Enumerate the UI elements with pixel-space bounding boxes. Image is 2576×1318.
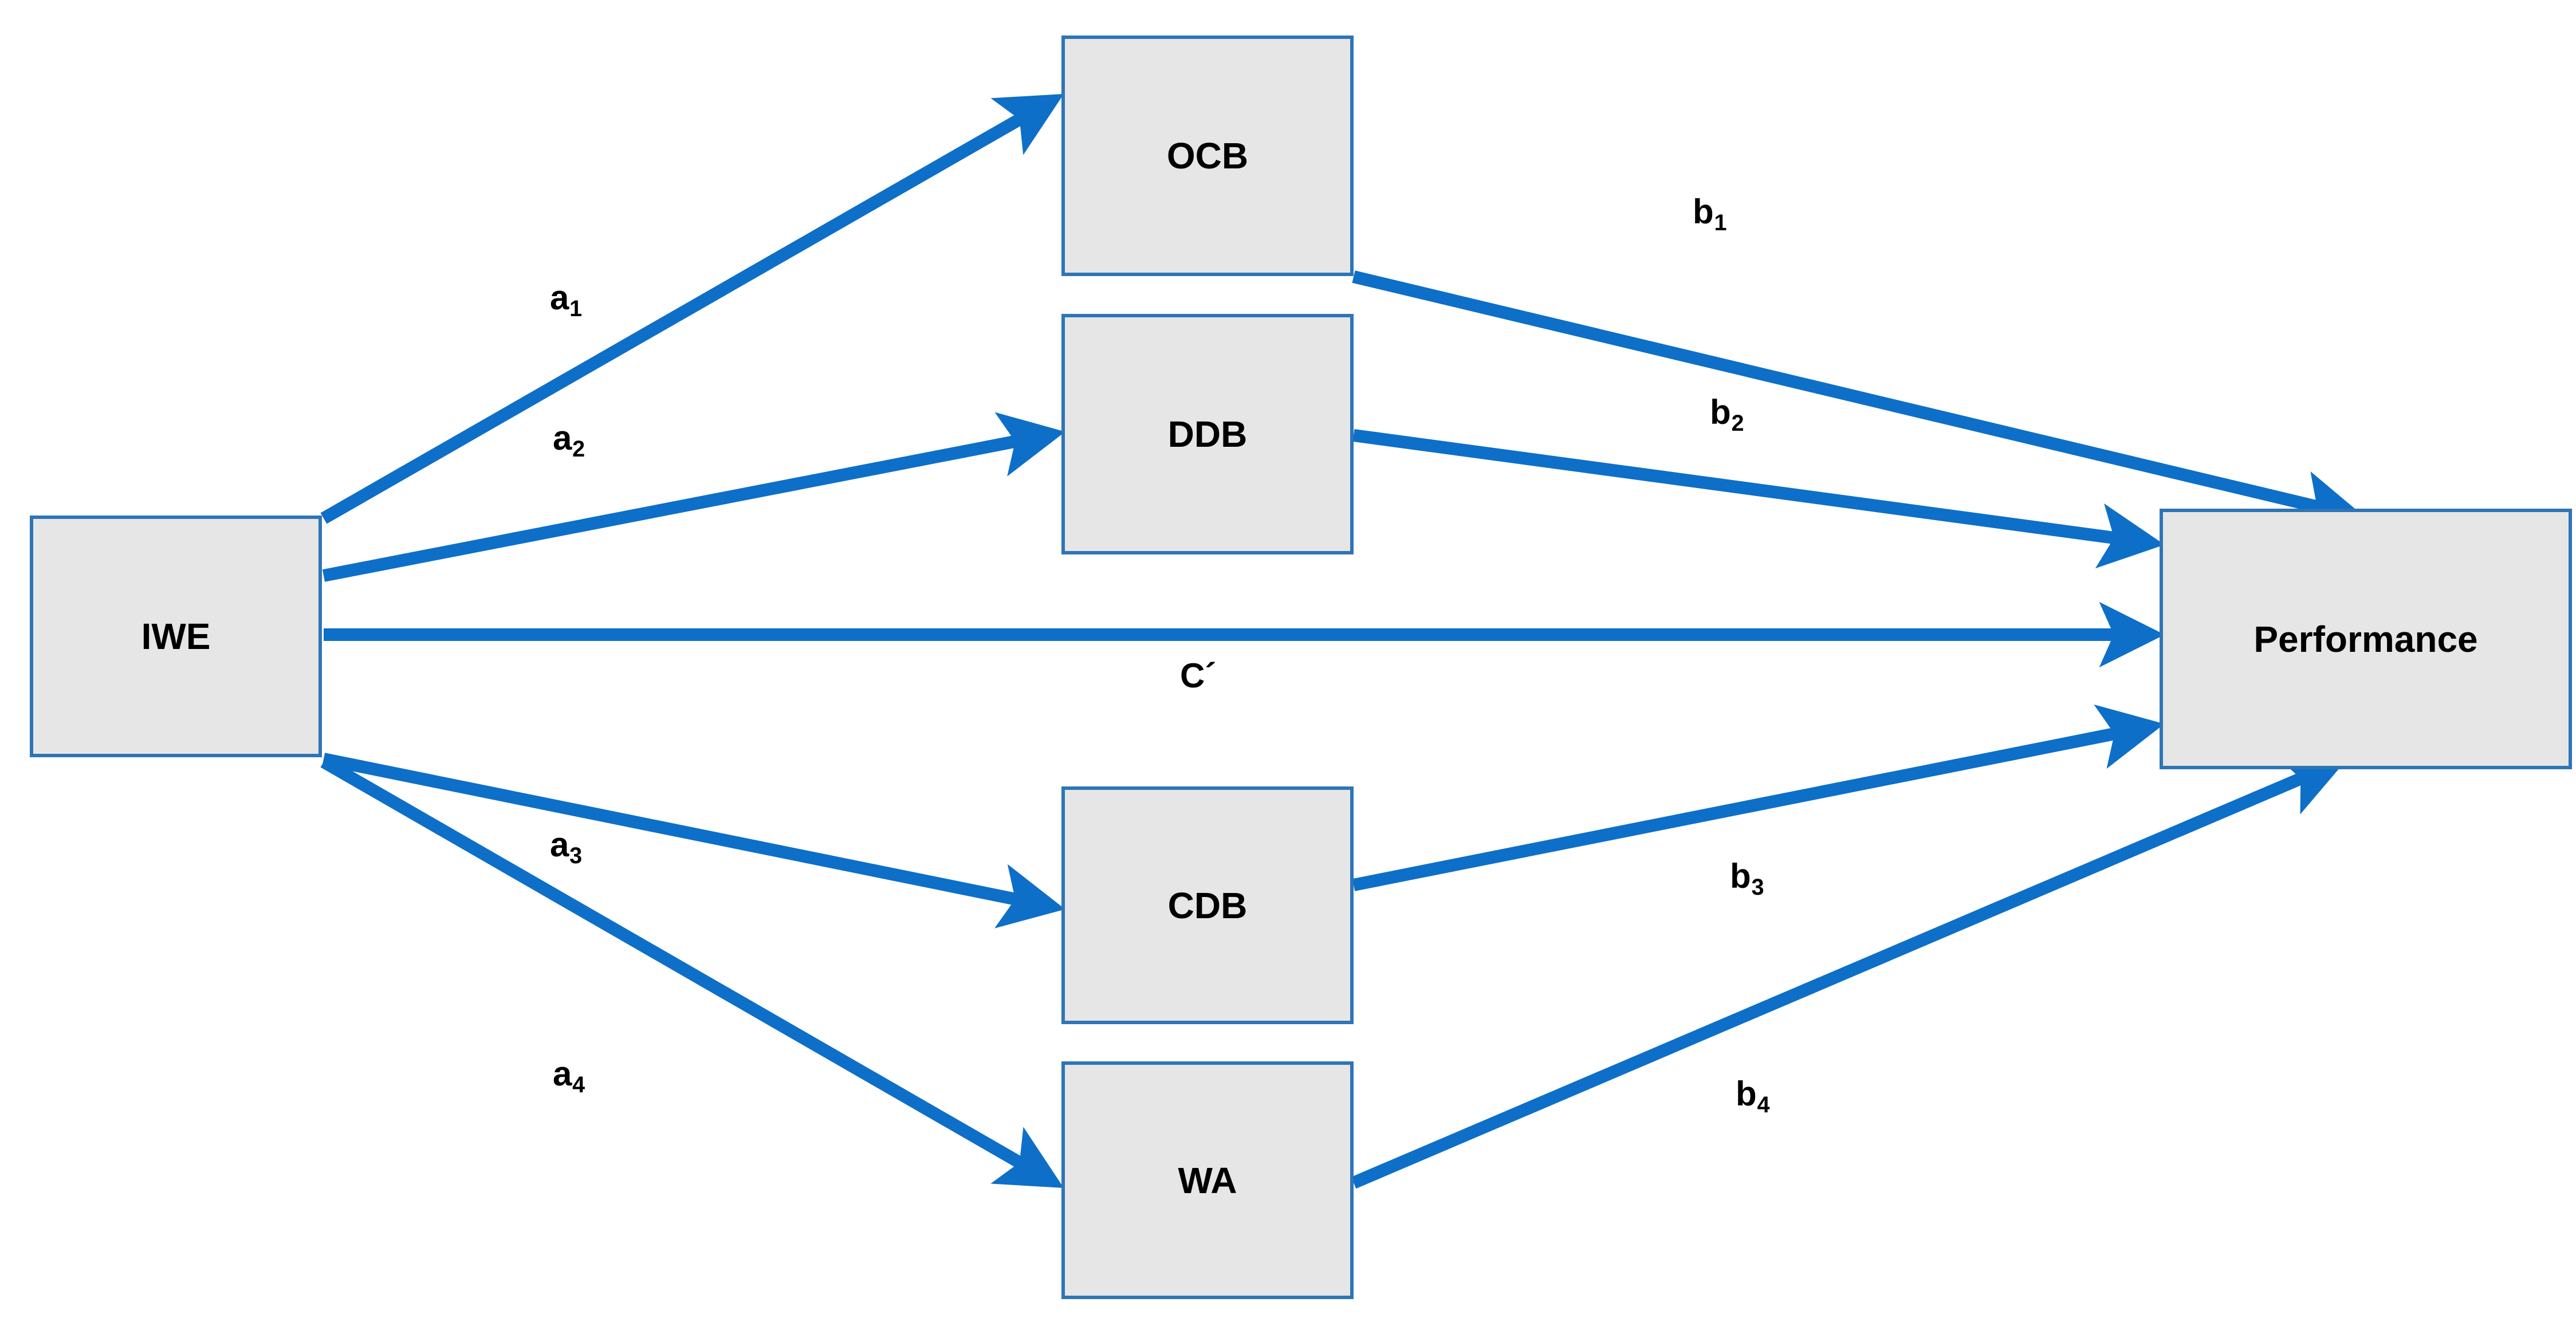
node-ocb-label: OCB (1166, 135, 1249, 176)
edge-label-a2: a2 (553, 419, 585, 461)
edge-label-a2-sub: 2 (572, 436, 585, 462)
edge-label-b4: b4 (1736, 1075, 1769, 1116)
edge-label-b3: b3 (1730, 857, 1764, 899)
edge-label-a2-text: a (553, 419, 572, 457)
edge-label-a3: a3 (550, 825, 582, 867)
node-ddb[interactable]: DDB (1061, 314, 1354, 554)
edge-label-c: C´ (1180, 659, 1216, 693)
edge-a3-arrow (322, 753, 1065, 928)
edge-b1-arrow (1352, 270, 2367, 536)
edge-label-a4-sub: 4 (572, 1072, 585, 1097)
edge-label-b1-sub: 1 (1714, 210, 1727, 235)
edge-label-a1: a1 (550, 278, 582, 320)
node-wa[interactable]: WA (1061, 1061, 1354, 1299)
edge-label-a4: a4 (553, 1055, 585, 1096)
edge-label-b2-text: b (1710, 393, 1731, 431)
node-cdb[interactable]: CDB (1061, 786, 1354, 1024)
edge-label-b3-text: b (1730, 857, 1751, 895)
node-performance[interactable]: Performance (2160, 509, 2572, 769)
edge-a4-arrow (320, 756, 1064, 1188)
edge-b2-arrow (1352, 429, 2165, 569)
node-cdb-label: CDB (1167, 884, 1248, 926)
node-iwe-label: IWE (141, 616, 211, 657)
edge-label-b2-sub: 2 (1731, 410, 1744, 436)
edge-label-c-text: C´ (1180, 656, 1217, 695)
edge-label-a1-sub: 1 (569, 296, 583, 321)
edge-label-a3-text: a (550, 825, 569, 864)
edge-label-b4-sub: 4 (1757, 1092, 1770, 1118)
edge-label-b1-text: b (1693, 192, 1714, 231)
edge-label-b1: b1 (1693, 192, 1726, 234)
edge-label-a3-sub: 3 (569, 843, 583, 868)
edge-a2-arrow (322, 412, 1065, 582)
edge-label-b2: b2 (1710, 393, 1744, 435)
node-wa-label: WA (1178, 1159, 1237, 1201)
node-performance-label: Performance (2253, 618, 2478, 660)
edge-label-b4-text: b (1736, 1075, 1757, 1113)
node-iwe[interactable]: IWE (30, 516, 322, 757)
node-ocb[interactable]: OCB (1061, 36, 1354, 276)
edge-b4-arrow (1351, 754, 2348, 1189)
edge-label-a4-text: a (553, 1055, 572, 1093)
edge-a1-arrow (320, 94, 1064, 524)
edge-b3-arrow (1352, 704, 2165, 891)
edge-label-b3-sub: 3 (1751, 874, 1764, 900)
edge-label-a1-text: a (550, 278, 569, 317)
node-ddb-label: DDB (1167, 414, 1248, 455)
